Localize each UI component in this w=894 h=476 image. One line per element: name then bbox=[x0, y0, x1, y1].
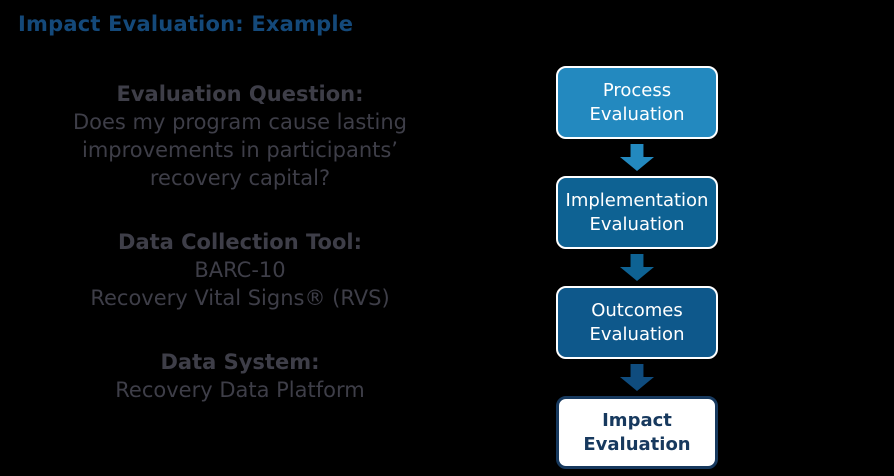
info-panel: Evaluation Question: Does my program cau… bbox=[24, 80, 456, 440]
evaluation-question-section: Evaluation Question: Does my program cau… bbox=[24, 80, 456, 192]
flowchart: Process Evaluation Implementation Evalua… bbox=[556, 66, 718, 469]
section-heading: Evaluation Question: bbox=[116, 82, 364, 106]
page-title: Impact Evaluation: Example bbox=[18, 12, 354, 36]
data-collection-tool-section: Data Collection Tool: BARC-10 Recovery V… bbox=[24, 228, 456, 312]
arrow-down-icon bbox=[620, 364, 654, 391]
step-impact-evaluation: Impact Evaluation bbox=[556, 396, 718, 469]
section-line: improvements in participants’ bbox=[82, 138, 398, 162]
section-line: Recovery Data Platform bbox=[115, 378, 365, 402]
step-label: Evaluation bbox=[589, 103, 685, 125]
data-system-section: Data System: Recovery Data Platform bbox=[24, 348, 456, 404]
step-label: Outcomes bbox=[591, 299, 683, 321]
section-line: BARC-10 bbox=[194, 258, 286, 282]
section-heading: Data System: bbox=[160, 350, 320, 374]
arrow-down-icon bbox=[620, 144, 654, 171]
step-process-evaluation: Process Evaluation bbox=[556, 66, 718, 139]
arrow-down-icon bbox=[620, 254, 654, 281]
section-heading: Data Collection Tool: bbox=[118, 230, 362, 254]
step-label: Evaluation bbox=[583, 433, 691, 455]
step-label: Process bbox=[602, 79, 672, 101]
step-outcomes-evaluation: Outcomes Evaluation bbox=[556, 286, 718, 359]
step-label: Impact bbox=[602, 409, 672, 431]
section-line: recovery capital? bbox=[149, 166, 331, 190]
section-line: Does my program cause lasting bbox=[72, 110, 408, 134]
step-label: Evaluation bbox=[589, 213, 685, 235]
step-label: Evaluation bbox=[589, 323, 685, 345]
section-line: Recovery Vital Signs® (RVS) bbox=[90, 286, 390, 310]
step-implementation-evaluation: Implementation Evaluation bbox=[556, 176, 718, 249]
step-label: Implementation bbox=[565, 189, 709, 211]
